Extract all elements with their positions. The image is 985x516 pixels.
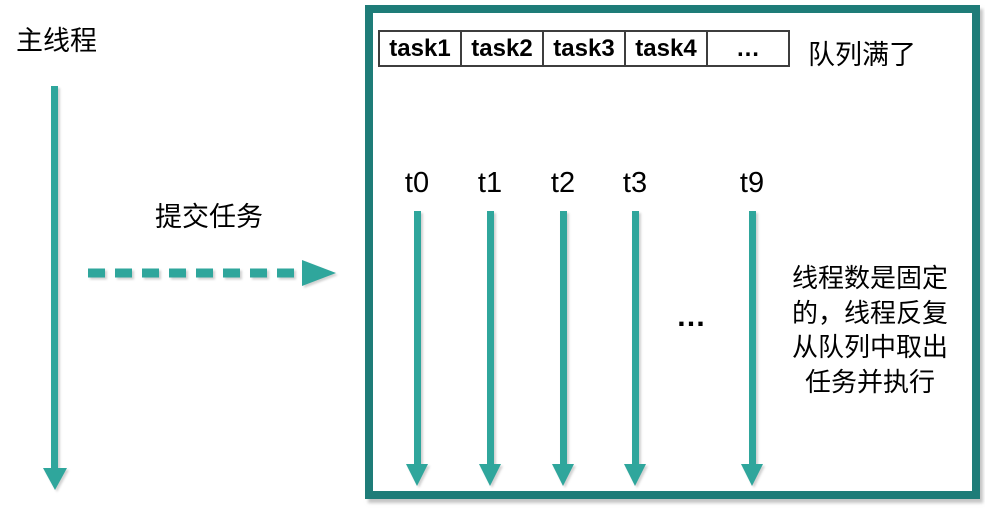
queue-cell-task1: task1 <box>380 32 462 65</box>
thread-arrow-t9-arrowhead-icon <box>741 464 763 486</box>
thread-arrow-t1-arrowhead-icon <box>479 464 501 486</box>
submit-task-dashed-arrow-icon <box>88 260 336 286</box>
thread-label-t2: t2 <box>550 167 576 199</box>
thread-pool-box <box>365 5 980 499</box>
thread-arrow-t0-shaft <box>414 211 421 465</box>
thread-arrow-t0-arrowhead-icon <box>406 464 428 486</box>
thread-label-t0: t0 <box>404 167 430 199</box>
thread-label-t9: t9 <box>739 167 765 199</box>
thread-arrow-t3-shaft <box>632 211 639 465</box>
queue-cell-task3: task3 <box>544 32 626 65</box>
pool-note-text: 线程数是固定 的，线程反复 从队列中取出 任务并执行 <box>791 263 948 397</box>
queue-cell-ellipsis: … <box>736 34 760 62</box>
queue-full-label: 队列满了 <box>808 40 916 70</box>
thread-arrow-t2-arrowhead-icon <box>552 464 574 486</box>
main-thread-arrowhead-icon <box>43 468 67 490</box>
threads-ellipsis: … <box>676 300 708 333</box>
thread-arrow-t2-shaft <box>560 211 567 465</box>
thread-arrow-t1-shaft <box>487 211 494 465</box>
submit-task-label: 提交任务 <box>155 202 263 232</box>
main-thread-arrow-shaft <box>51 86 58 470</box>
thread-arrow-t3-arrowhead-icon <box>624 464 646 486</box>
thread-arrow-t9-shaft <box>749 211 756 465</box>
queue-cell-task4: task4 <box>626 32 708 65</box>
thread-label-t1: t1 <box>477 167 503 199</box>
thread-label-t3: t3 <box>622 167 648 199</box>
main-thread-label: 主线程 <box>16 26 97 56</box>
task-queue: task1 task2 task3 task4 … <box>378 30 790 67</box>
queue-cell-task2: task2 <box>462 32 544 65</box>
